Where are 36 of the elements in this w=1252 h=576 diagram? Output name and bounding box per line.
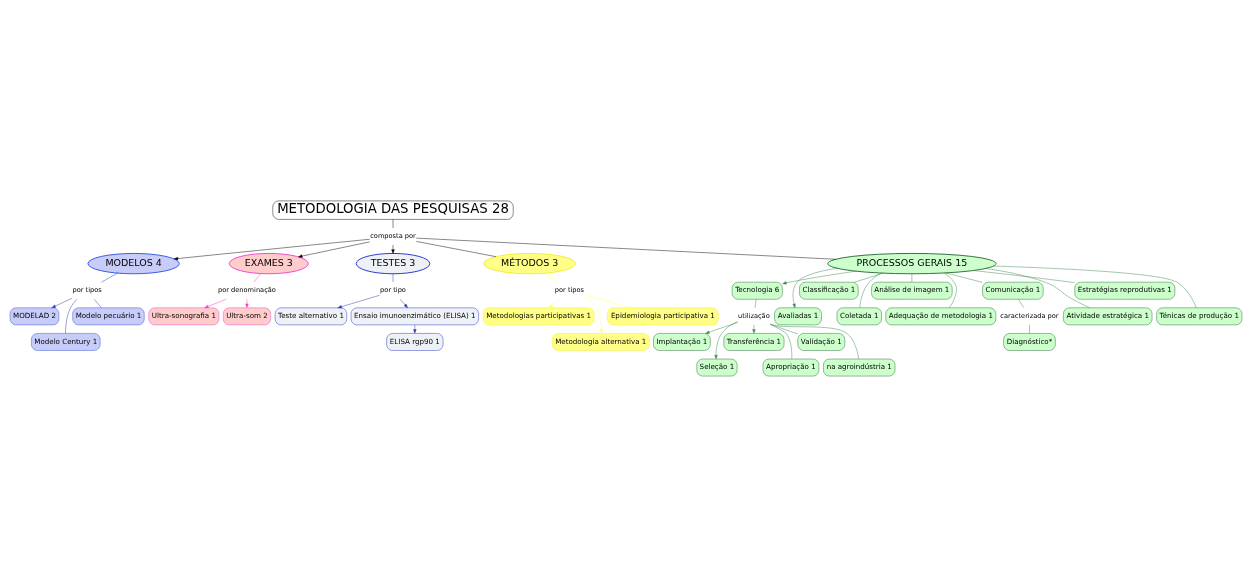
arrow	[413, 324, 417, 334]
arrow	[204, 298, 227, 308]
connector	[854, 272, 884, 282]
connector	[945, 272, 983, 283]
arrow	[51, 297, 73, 308]
connector	[543, 272, 558, 282]
connector	[1029, 324, 1030, 334]
connector	[769, 323, 793, 359]
arrow	[548, 298, 560, 308]
connector	[859, 272, 882, 308]
arrow	[337, 294, 380, 308]
node-ellipse: TESTES 3	[355, 252, 431, 274]
connector	[770, 323, 798, 334]
arrow	[714, 320, 738, 359]
node-ellipse: PROCESSOS GERAIS 15	[827, 252, 997, 274]
connector	[1018, 298, 1025, 308]
node-ellipse: MÉTODOS 3	[483, 252, 576, 274]
arrow	[173, 238, 370, 260]
arrow	[298, 241, 370, 258]
arrow	[391, 244, 395, 254]
connector	[993, 265, 1197, 308]
connector	[754, 298, 757, 308]
connector	[973, 269, 1075, 283]
connector	[943, 272, 957, 308]
arrow	[752, 324, 756, 334]
arrow	[399, 298, 408, 308]
arrow	[782, 270, 857, 284]
arrow	[584, 296, 604, 334]
arrow	[792, 267, 838, 308]
node-box: METODOLOGIA DAS PESQUISAS 28	[272, 200, 514, 220]
arrow	[245, 298, 249, 308]
connector	[101, 272, 118, 282]
connector	[253, 272, 262, 282]
arrow	[705, 321, 738, 334]
connector	[584, 294, 633, 308]
connector	[769, 323, 859, 359]
